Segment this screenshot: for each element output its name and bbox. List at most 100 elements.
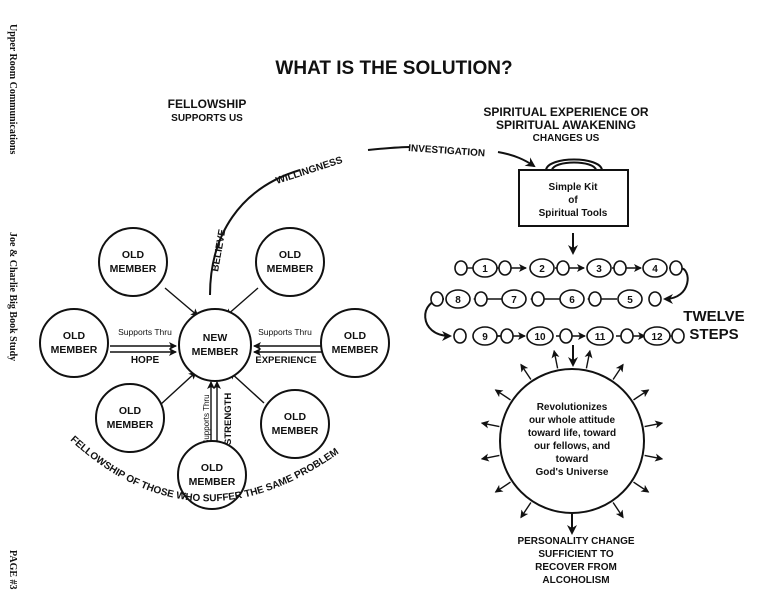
- step-number: 7: [511, 295, 517, 306]
- radiating-arrow: [480, 420, 500, 429]
- radiating-arrow: [494, 389, 511, 401]
- result-line-5: toward: [556, 454, 589, 465]
- twelve-label: TWELVE: [683, 308, 744, 325]
- old-member-bottom: OLD MEMBER: [177, 440, 247, 510]
- radiating-arrows: [480, 349, 664, 535]
- old-member-label: MEMBER: [189, 476, 236, 488]
- step-number: 12: [651, 332, 663, 343]
- step-node-2: 2: [529, 258, 555, 278]
- radiating-arrow: [494, 481, 511, 493]
- step-node-5: 5: [617, 289, 643, 309]
- hope-supports-label: Supports Thru: [118, 327, 172, 337]
- old-member-label: MEMBER: [267, 263, 314, 275]
- radiating-arrow: [520, 363, 532, 380]
- step-node-6: 6: [559, 289, 585, 309]
- new-member-label: MEMBER: [192, 346, 239, 358]
- fellowship-subheading: SUPPORTS US: [171, 113, 243, 124]
- outcome-line-3: RECOVER FROM: [535, 562, 617, 573]
- old-member-bottom-left: OLD MEMBER: [95, 383, 165, 453]
- step-node-4: 4: [642, 258, 668, 278]
- step-number: 9: [482, 332, 488, 343]
- old-member-label: OLD: [284, 411, 307, 423]
- old-member-label: MEMBER: [110, 263, 157, 275]
- steps-label: STEPS: [689, 326, 738, 343]
- radiating-arrow: [633, 389, 650, 401]
- old-member-label: MEMBER: [51, 344, 98, 356]
- radiating-arrow: [520, 502, 532, 519]
- step-number: 2: [539, 264, 545, 275]
- step-number: 4: [652, 264, 658, 275]
- step-node-1: 1: [472, 258, 498, 278]
- twelve-steps-chain: 1 2 3 4 8 7 6 5 9 10 11 12 TWELVE STEPS: [424, 258, 745, 367]
- step-node-3: 3: [586, 258, 612, 278]
- result-line-2: our whole attitude: [529, 415, 616, 426]
- step-node-8: 8: [445, 289, 471, 309]
- new-member-center: NEW MEMBER: [178, 308, 252, 382]
- old-member-label: MEMBER: [107, 419, 154, 431]
- revolution-circle: Revolutionizes our whole attitude toward…: [480, 349, 664, 535]
- radiating-arrow: [644, 453, 664, 462]
- old-member-label: OLD: [122, 249, 145, 261]
- margin-page: PAGE #3: [7, 550, 18, 590]
- outcome-line-1: PERSONALITY CHANGE: [517, 536, 634, 547]
- old-member-top-right: OLD MEMBER: [255, 227, 325, 297]
- margin-series: Joe & Charlie Big Book Study: [7, 232, 18, 361]
- step-number: 1: [482, 264, 488, 275]
- old-member-label: MEMBER: [272, 425, 319, 437]
- result-line-6: God's Universe: [536, 467, 609, 478]
- old-member-label: OLD: [279, 249, 302, 261]
- step-number: 6: [569, 295, 575, 306]
- strength-supports-label: Supports Thru: [202, 394, 211, 445]
- old-member-right: OLD MEMBER: [320, 308, 390, 378]
- old-member-label: OLD: [344, 330, 367, 342]
- spiritual-subheading: CHANGES US: [533, 133, 600, 144]
- step-number: 10: [534, 332, 546, 343]
- old-member-label: OLD: [63, 330, 86, 342]
- kit-line-1: Simple Kit: [549, 182, 599, 193]
- willingness-label: WILLINGNESS: [275, 155, 345, 187]
- old-member-label: MEMBER: [332, 344, 379, 356]
- result-line-1: Revolutionizes: [537, 402, 608, 413]
- step-number: 3: [596, 264, 602, 275]
- step-node-11: 11: [586, 326, 614, 346]
- outcome-line-2: SUFFICIENT TO: [538, 549, 614, 560]
- radiating-arrow: [633, 481, 650, 493]
- step-number: 5: [627, 295, 633, 306]
- spiritual-heading-2: SPIRITUAL AWAKENING: [496, 118, 636, 132]
- old-member-bottom-right: OLD MEMBER: [260, 389, 330, 459]
- spiritual-heading-1: SPIRITUAL EXPERIENCE OR: [483, 105, 648, 119]
- radiating-arrow: [644, 420, 664, 429]
- step-node-10: 10: [526, 326, 554, 346]
- kit-line-3: Spiritual Tools: [539, 208, 608, 219]
- old-member-top-left: OLD MEMBER: [98, 227, 168, 297]
- radiating-arrow: [612, 363, 624, 380]
- result-line-3: toward life, toward: [528, 428, 616, 439]
- new-member-label: NEW: [203, 332, 228, 344]
- investigation-label: INVESTIGATION: [408, 143, 486, 159]
- radiating-arrow: [480, 453, 500, 462]
- fellowship-heading: FELLOWSHIP: [168, 97, 247, 111]
- old-member-label: OLD: [119, 405, 142, 417]
- radiating-arrow: [584, 349, 593, 369]
- page-title: WHAT IS THE SOLUTION?: [275, 58, 512, 79]
- result-line-4: our fellows, and: [534, 441, 610, 452]
- outcome-line-4: ALCOHOLISM: [542, 575, 609, 586]
- strength-label: STRENGTH: [223, 393, 234, 445]
- step-number: 11: [595, 332, 606, 343]
- old-member-label: OLD: [201, 462, 224, 474]
- experience-supports-label: Supports Thru: [258, 327, 312, 337]
- radiating-arrow: [551, 349, 560, 369]
- step-number: 8: [455, 295, 461, 306]
- hope-label: HOPE: [131, 355, 160, 366]
- radiating-arrow: [612, 502, 624, 519]
- believe-label: BELIEVE: [210, 228, 228, 272]
- old-member-left: OLD MEMBER: [39, 308, 109, 378]
- kit-line-2: of: [568, 195, 578, 206]
- margin-source: Upper Room Communications: [7, 24, 18, 154]
- step-node-12: 12: [643, 326, 671, 346]
- spiritual-tools-kit: Simple Kit of Spiritual Tools: [518, 158, 629, 255]
- step-node-9: 9: [472, 326, 498, 346]
- experience-label: EXPERIENCE: [255, 355, 316, 366]
- step-node-7: 7: [501, 289, 527, 309]
